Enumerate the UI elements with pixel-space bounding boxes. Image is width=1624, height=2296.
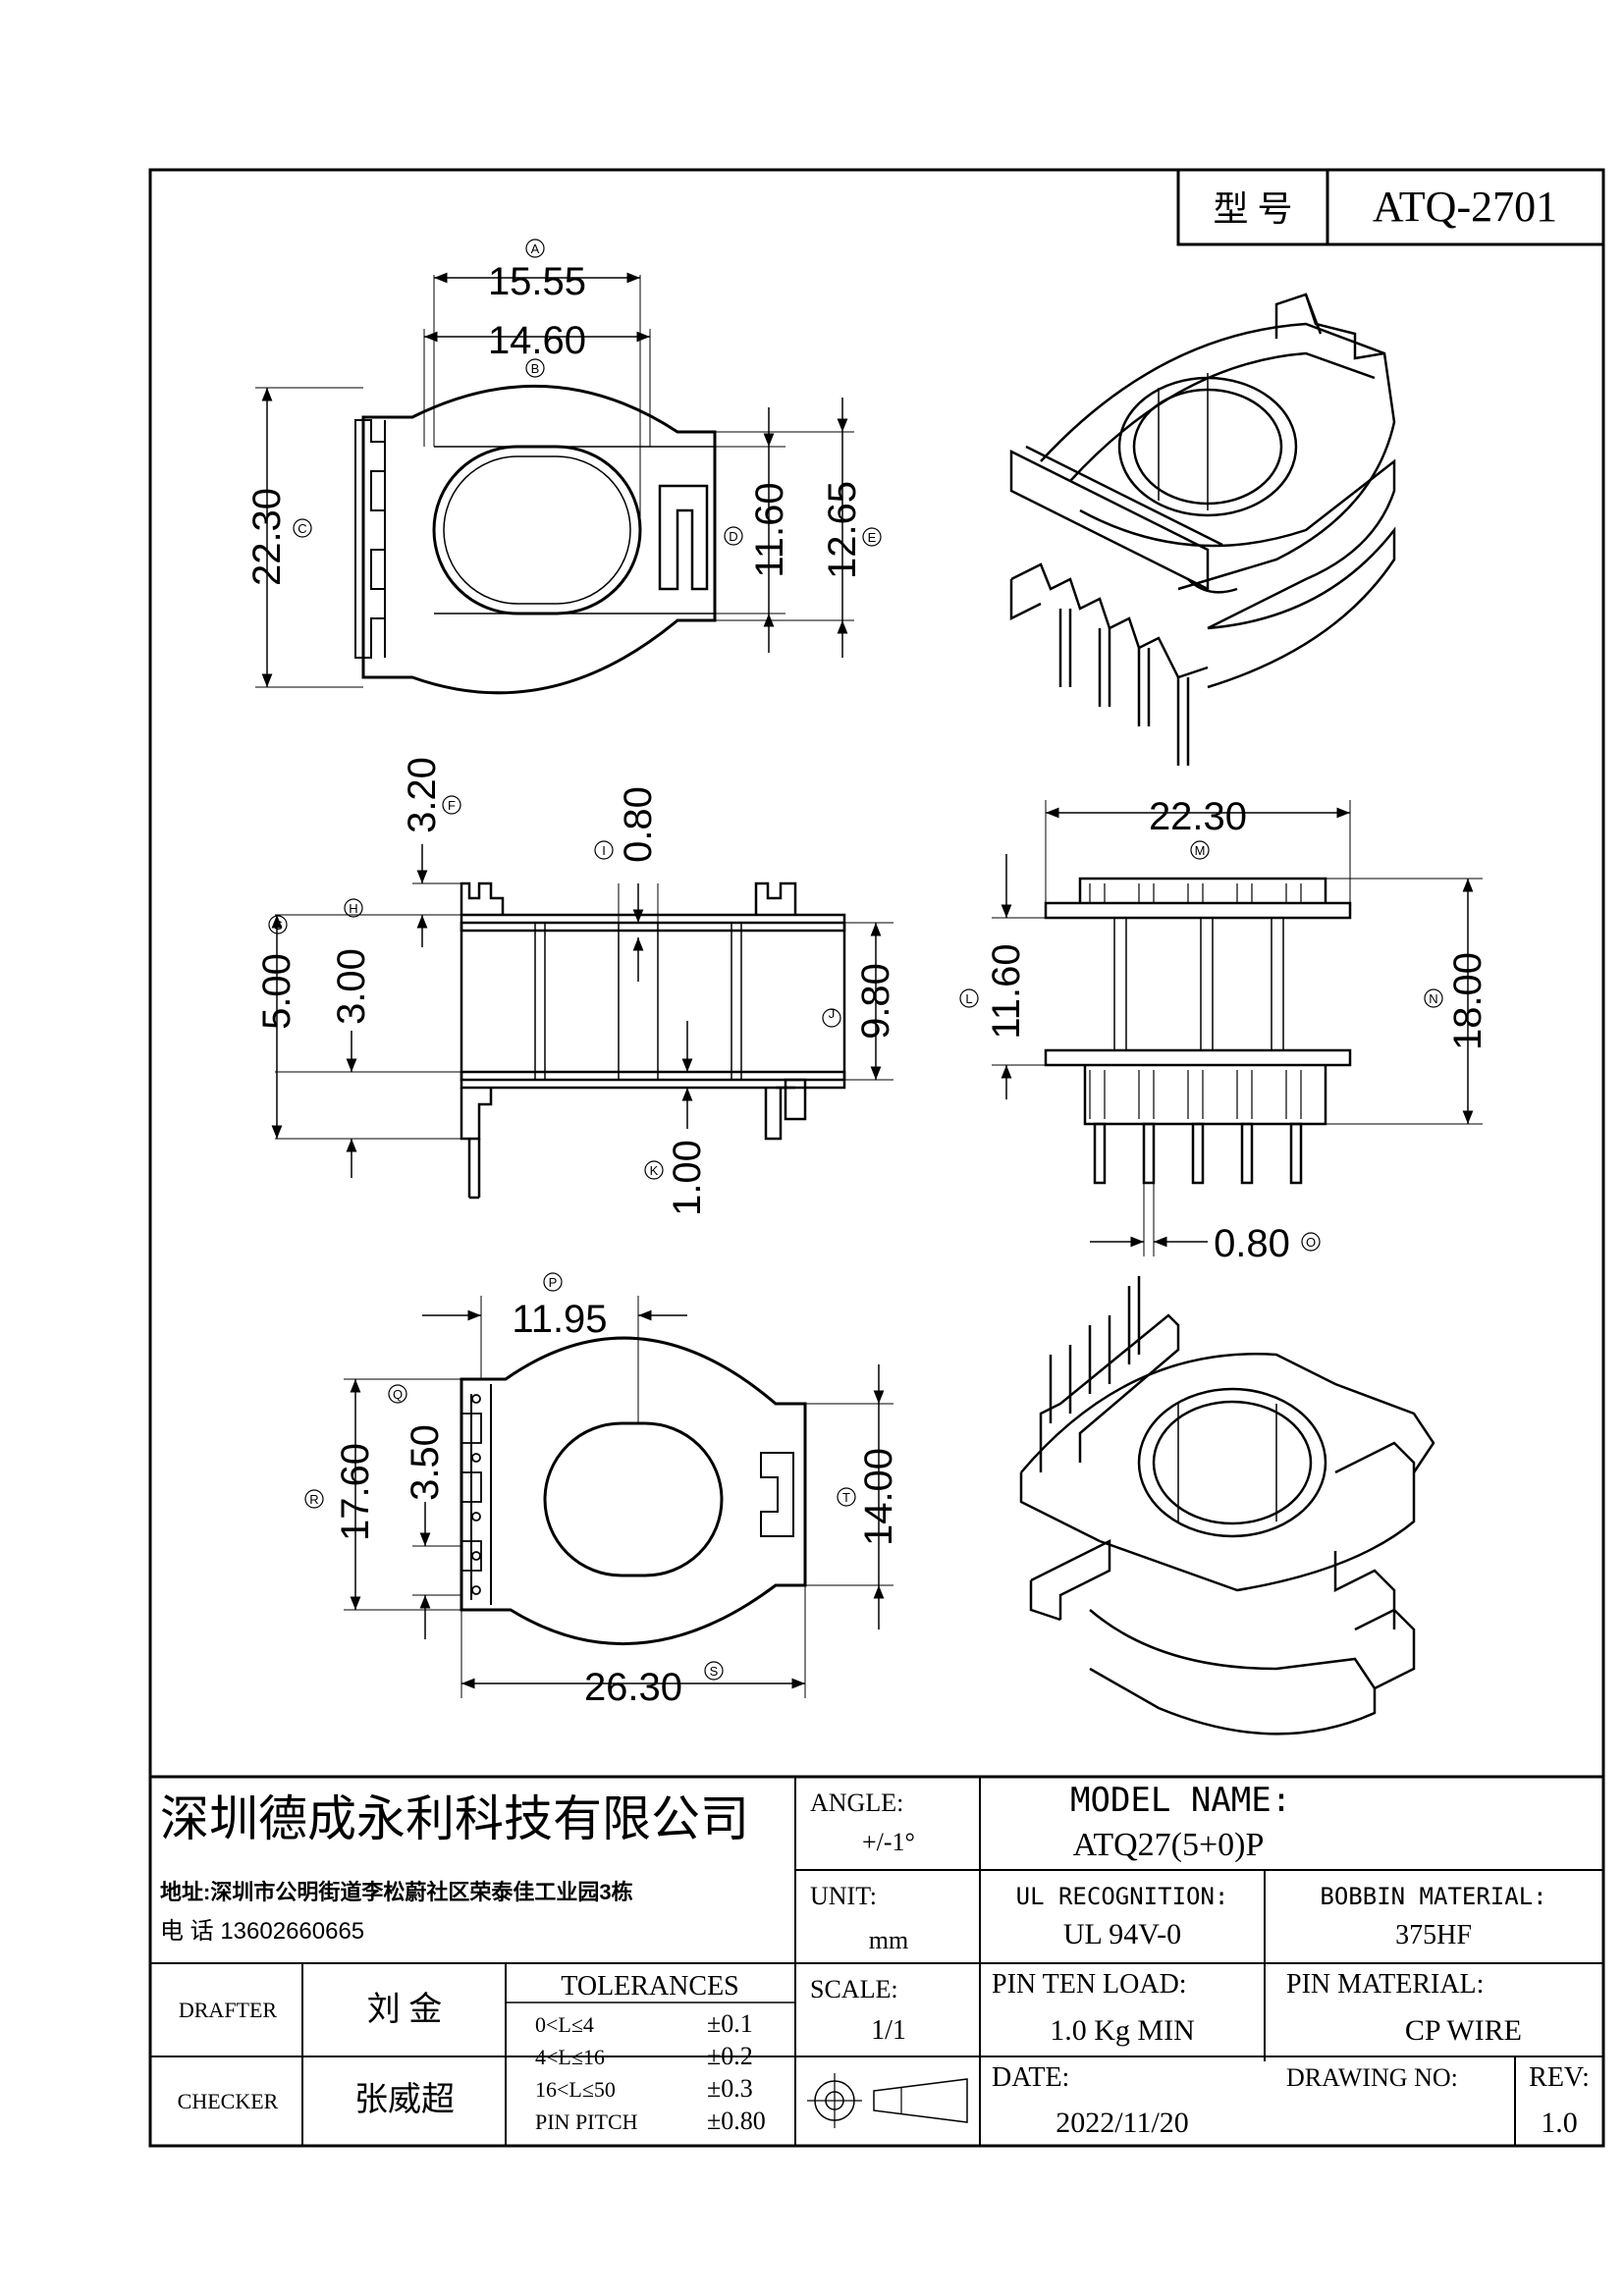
dimension-value: 14.60	[488, 319, 586, 362]
tolerance-range: 0<L≤4	[535, 2012, 594, 2037]
tolerance-value: ±0.1	[707, 2009, 753, 2038]
bobbin-material-value: 375HF	[1395, 1920, 1472, 1950]
angle-value: +/-1°	[862, 1828, 915, 1856]
dimension-circle: D	[729, 529, 737, 544]
isometric-view-top	[1009, 293, 1396, 766]
dimension-circle: R	[309, 1492, 318, 1507]
dimension-value: 3.50	[404, 1424, 447, 1501]
tolerance-value: ±0.3	[707, 2074, 753, 2103]
pin-load-value: 1.0 Kg MIN	[1050, 2014, 1195, 2047]
model-name-label: MODEL NAME:	[1070, 1781, 1291, 1820]
dimension-circle: N	[1429, 991, 1437, 1006]
dimension-value: 18.00	[1446, 952, 1489, 1050]
dimension-circle: G	[273, 918, 283, 933]
side-view-dimensions: 3.20 F 5.00 G 3.00 H 0.80 I 9.80 J 1.00 …	[255, 757, 897, 1216]
scale-label: SCALE:	[810, 1975, 898, 2003]
angle-label: ANGLE:	[810, 1789, 903, 1817]
dimension-circle: I	[602, 843, 606, 858]
dimension-value: 12.65	[821, 481, 864, 579]
part-number-header: 型 号 ATQ-2701	[1176, 168, 1605, 246]
drafter-label: DRAFTER	[179, 1998, 278, 2022]
dimension-circle: A	[531, 241, 540, 256]
dimension-circle: M	[1195, 843, 1206, 858]
tolerance-value: ±0.80	[707, 2107, 766, 2135]
dimension-circle: P	[549, 1275, 558, 1290]
dimension-circle: T	[842, 1490, 850, 1505]
projection-symbol	[807, 2073, 968, 2128]
isometric-view-bottom	[1019, 1276, 1435, 1735]
checker-name: 张威超	[354, 2081, 455, 2118]
drawing-border	[148, 168, 1605, 2148]
unit-label: UNIT:	[810, 1882, 877, 1910]
dimension-value: 9.80	[854, 963, 897, 1040]
bobbin-material-label: BOBBIN MATERIAL:	[1320, 1883, 1546, 1910]
pin-material-value: CP WIRE	[1405, 2014, 1522, 2047]
date-value: 2022/11/20	[1056, 2107, 1189, 2139]
side-view	[460, 881, 846, 1200]
model-name-value: ATQ27(5+0)P	[1073, 1827, 1265, 1863]
dimension-circle: B	[531, 361, 540, 376]
dimension-circle: S	[710, 1664, 719, 1679]
dimension-value: 26.30	[584, 1666, 682, 1709]
dimension-value: 3.00	[330, 948, 373, 1025]
top-view	[255, 275, 854, 695]
pin-material-label: PIN MATERIAL:	[1286, 1969, 1484, 2000]
dimension-circle: E	[868, 530, 877, 545]
dimension-circle: L	[965, 991, 972, 1006]
date-label: DATE:	[992, 2062, 1069, 2093]
dimension-value: 15.55	[488, 260, 586, 303]
dimension-circle: K	[650, 1163, 659, 1178]
dimension-value: 0.80	[1214, 1222, 1290, 1265]
tolerance-range: PIN PITCH	[535, 2109, 638, 2134]
unit-value: mm	[869, 1926, 908, 1954]
dimension-circle: O	[1306, 1235, 1316, 1250]
revision-label: REV:	[1529, 2062, 1590, 2093]
part-number: ATQ-2701	[1373, 183, 1557, 231]
drafter-name: 刘 金	[367, 1991, 443, 2028]
dimension-value: 17.60	[334, 1443, 377, 1541]
tolerance-range: 16<L≤50	[535, 2077, 616, 2102]
dimension-circle: H	[349, 901, 357, 916]
pin-load-label: PIN TEN LOAD:	[992, 1969, 1187, 2000]
dimension-value: 1.00	[666, 1140, 709, 1216]
tolerances-label: TOLERANCES	[561, 1971, 739, 2002]
front-view-dimensions: 22.30 M 11.60 L 18.00 N 0.80 O	[959, 795, 1489, 1265]
bottom-view	[460, 1336, 807, 1646]
dimension-value: 11.60	[748, 482, 791, 577]
dimension-circle: C	[298, 521, 306, 536]
dimension-value: 22.30	[245, 488, 289, 586]
dimension-value: 5.00	[255, 953, 298, 1030]
top-view-dimensions: 15.55 A 14.60 B 22.30 C 11.60 D 12.65 E	[245, 239, 882, 687]
title-block: 深圳德成永利科技有限公司 地址:深圳市公明街道李松蔚社区荣泰佳工业园3栋 电 话…	[150, 1775, 1603, 2146]
tolerance-range: 4<L≤16	[535, 2045, 605, 2069]
dimension-circle: F	[448, 798, 456, 813]
front-view	[1044, 877, 1352, 1185]
dimension-value: 11.95	[512, 1298, 607, 1341]
company-name: 深圳德成永利科技有限公司	[160, 1791, 749, 1846]
dimension-value: 3.20	[401, 757, 444, 833]
drawing-number-label: DRAWING NO:	[1286, 2063, 1458, 2092]
dimension-value: 0.80	[617, 786, 660, 863]
ul-value: UL 94V-0	[1063, 1918, 1181, 1950]
dimension-value: 22.30	[1149, 795, 1247, 838]
revision-value: 1.0	[1541, 2107, 1578, 2139]
dimension-value: 11.60	[985, 943, 1028, 1039]
dimension-circle: J	[829, 1006, 836, 1021]
bottom-view-dimensions: 11.95 P 3.50 Q 17.60 R 14.00 T 26.30 S	[304, 1272, 900, 1709]
company-address: 地址:深圳市公明街道李松蔚社区荣泰佳工业园3栋	[160, 1880, 633, 1904]
tolerance-value: ±0.2	[707, 2042, 753, 2070]
dimension-circle: Q	[393, 1387, 403, 1402]
ul-label: UL RECOGNITION:	[1016, 1883, 1229, 1910]
checker-label: CHECKER	[178, 2089, 279, 2113]
company-phone: 电 话 13602660665	[160, 1918, 364, 1945]
scale-value: 1/1	[871, 2015, 906, 2046]
type-label: 型 号	[1213, 189, 1292, 229]
dimension-value: 14.00	[857, 1448, 900, 1546]
